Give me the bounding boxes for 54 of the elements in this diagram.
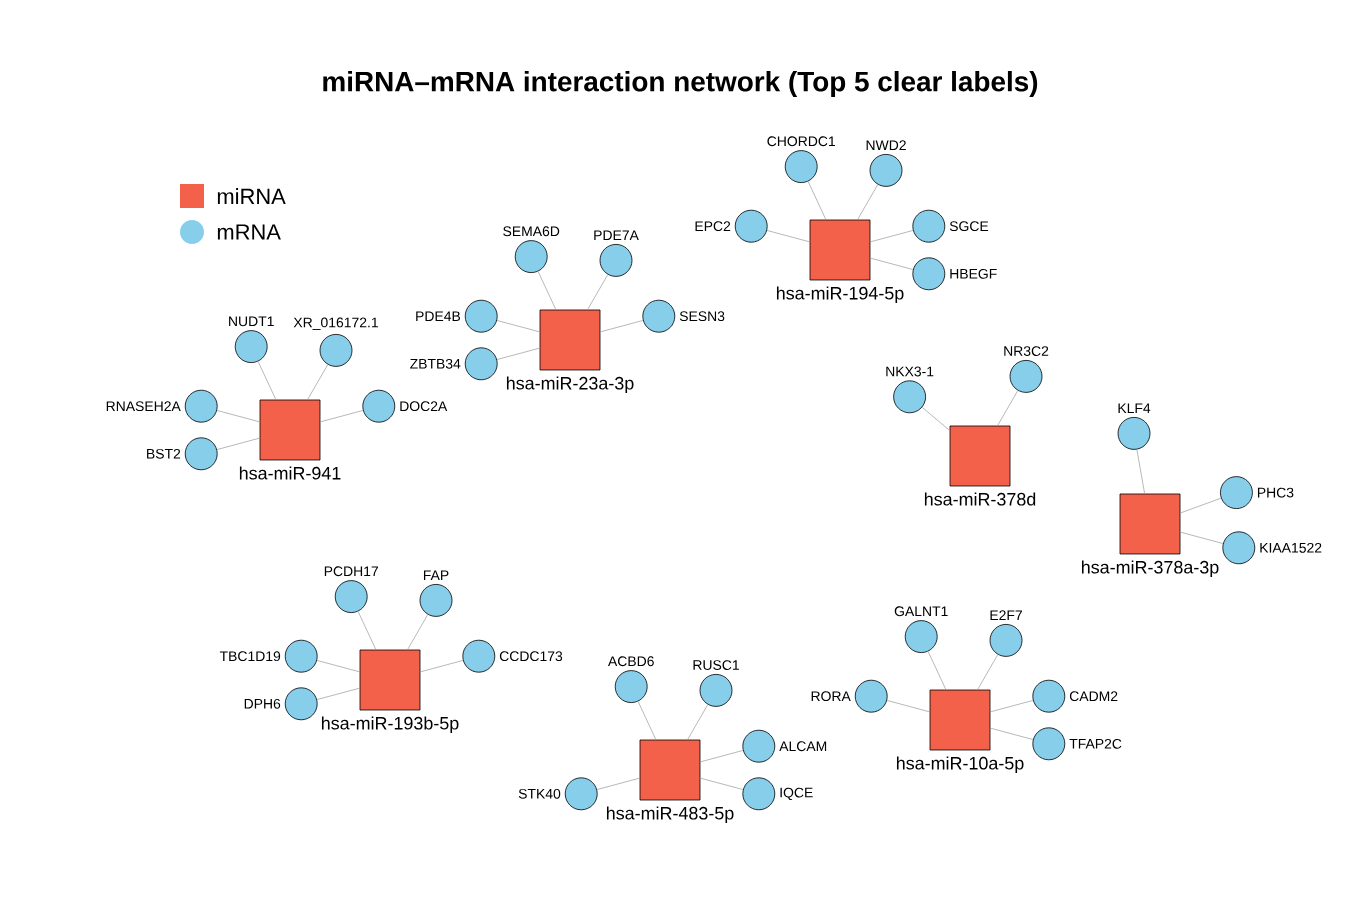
edge-line — [420, 660, 464, 673]
mirna-square: hsa-miR-378a-3p — [1082, 493, 1219, 578]
edge-line — [990, 727, 1034, 740]
mirna-square: hsa-miR-194-5p — [777, 219, 904, 304]
edge-line — [927, 651, 947, 690]
mirna-square: hsa-miR-483-5p — [606, 739, 734, 824]
edge-line — [316, 660, 360, 673]
edge-line — [257, 361, 277, 400]
edge-line — [357, 611, 377, 650]
node-label: hsa-miR-378a-3p — [1081, 560, 1219, 578]
edge-line — [687, 704, 709, 740]
edge-line — [857, 184, 879, 220]
edge-line — [700, 750, 744, 763]
edge-line — [637, 701, 657, 740]
mirna-square: hsa-miR-941 — [239, 399, 341, 480]
edge-line — [216, 437, 260, 450]
edge-line — [216, 410, 260, 423]
node-label: hsa-miR-193b-5p — [321, 716, 459, 734]
edge-line — [307, 364, 329, 400]
edge-line — [1136, 449, 1146, 494]
edge-line — [316, 687, 360, 700]
mirna-square: hsa-miR-193b-5p — [322, 649, 459, 734]
node-label: hsa-miR-10a-5p — [896, 756, 1024, 774]
mirna-square: hsa-miR-378d — [924, 425, 1036, 506]
edge-line — [587, 274, 609, 310]
node-label: hsa-miR-483-5p — [606, 806, 734, 824]
legend-label: mRNA — [217, 224, 281, 240]
edge-line — [700, 777, 744, 790]
node-label: hsa-miR-941 — [239, 466, 341, 480]
edge-line — [766, 230, 810, 243]
mirna-square: hsa-miR-10a-5p — [897, 689, 1024, 774]
edge-line — [977, 654, 999, 690]
edge-line — [496, 320, 540, 333]
edge-line — [997, 390, 1019, 426]
node-label: hsa-miR-194-5p — [776, 286, 904, 304]
node-label: hsa-miR-23a-3p — [506, 376, 634, 394]
chart-title: miRNA–mRNA interaction network (Top 5 clear labels) — [323, 71, 1038, 97]
edge-line — [496, 347, 540, 360]
edge-line — [407, 614, 429, 650]
edge-line — [600, 320, 644, 333]
mirna-square: hsa-miR-23a-3p — [506, 309, 634, 394]
edge-line — [1180, 531, 1224, 544]
edge-line — [1180, 497, 1222, 514]
edge-line — [921, 406, 950, 431]
edge-line — [870, 230, 914, 243]
edge-line — [990, 700, 1034, 713]
node-label: hsa-miR-378d — [924, 492, 1036, 506]
edge-line — [596, 777, 640, 790]
edge-line — [320, 410, 364, 423]
legend-label: miRNA — [217, 188, 286, 204]
edge-line — [807, 181, 827, 220]
edge-line — [886, 700, 930, 713]
edge-line — [870, 257, 914, 270]
edge-line — [537, 271, 557, 310]
